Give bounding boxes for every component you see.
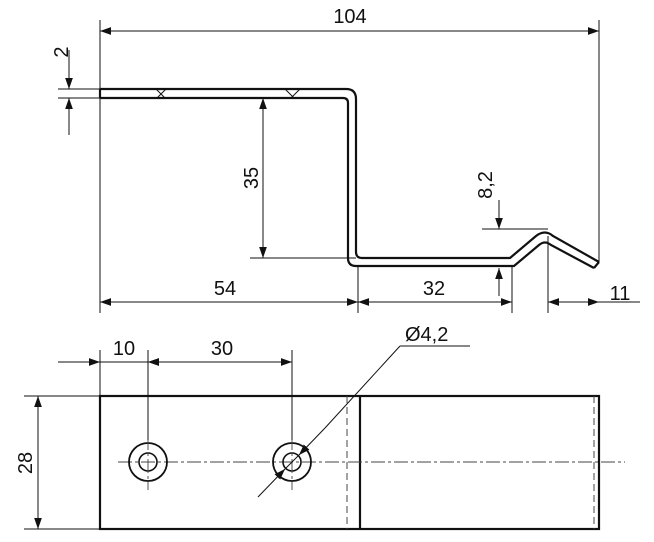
dim-overall-length-label: 104 [333,6,366,28]
dim-hole-spacing-label: 30 [211,338,233,360]
dim-hole1-offset-label: 10 [113,338,135,360]
bracket-profile-outer [100,87,600,263]
strip-outline [98,394,601,531]
dim-sheet-thickness-label: 2 [51,46,73,57]
dim-lower-length-label: 32 [423,278,445,300]
side-view [98,87,600,269]
dim-hole-diameter: Ø4,2 [257,324,470,498]
dim-step-height: 35 [241,98,356,259]
dim-sheet-thickness: 2 [51,46,100,135]
dim-strip-width-label: 28 [15,452,37,474]
bracket-profile-inner [100,96,595,269]
dim-upper-length-label: 54 [214,278,236,300]
dim-hook-length-label: 11 [610,283,631,305]
top-view [98,394,625,531]
dim-hole-diameter-label: Ø4,2 [405,324,448,346]
dim-strip-width: 28 [15,395,100,530]
dim-hook-height-label: 8,2 [475,171,497,199]
bracket-right-end [593,261,600,269]
dim-bottom-chain: 54 32 11 [99,98,640,313]
hole-1 [128,436,168,490]
dim-hook-height: 8,2 [475,171,548,296]
hole-section-mark-1 [155,88,167,99]
hole-section-mark-2 [284,88,301,99]
dim-overall-length: 104 [99,6,600,262]
hole-2 [272,436,312,490]
dim-hole-positions: 10 30 [58,338,293,440]
dim-step-height-label: 35 [241,167,263,189]
